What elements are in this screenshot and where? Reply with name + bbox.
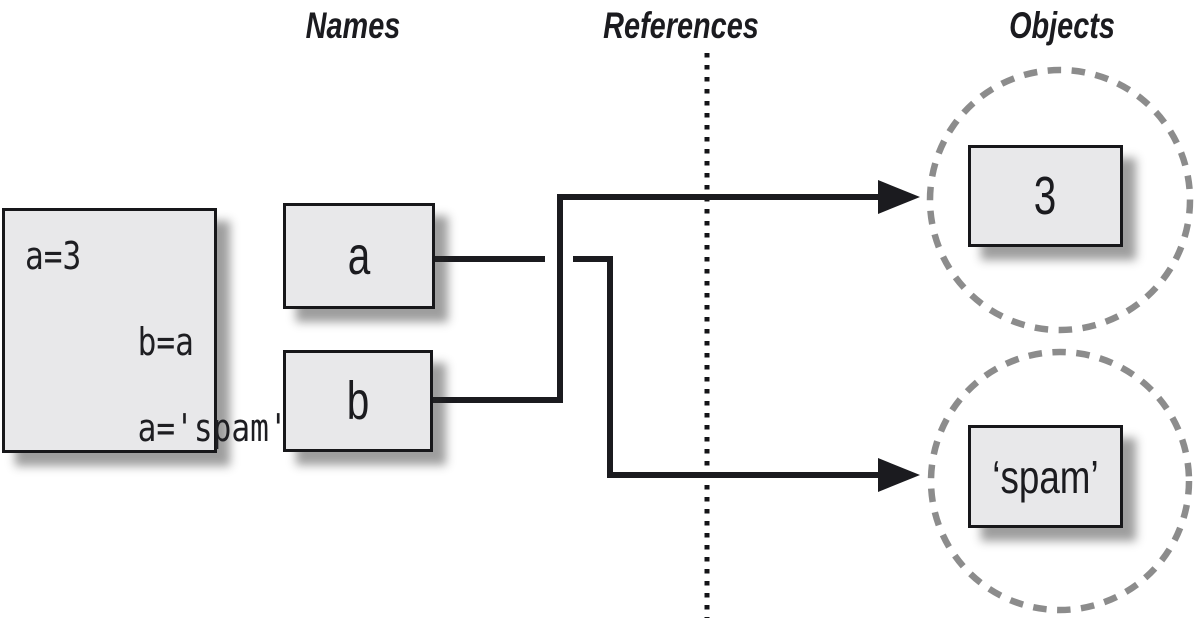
object-circle-int <box>926 66 1194 334</box>
name-label-a: a <box>347 226 371 286</box>
code-listing-box: a=3 b=a a='spam' <box>2 208 288 453</box>
code-line-2: b=a <box>137 320 194 364</box>
wire-b-to-3 <box>433 194 882 403</box>
wire-a-to-spam <box>573 256 882 478</box>
object-label-str: ‘spam’ <box>992 450 1099 503</box>
object-circle-str <box>927 348 1193 614</box>
object-box-str: ‘spam’ <box>968 425 1123 528</box>
code-line-1: a=3 <box>25 234 82 278</box>
name-box-a: a <box>283 203 435 309</box>
objects-column-header: Objects <box>1009 5 1115 46</box>
names-column-header: Names <box>305 5 401 46</box>
arrowhead-to-spam <box>878 458 920 492</box>
references-column-header: References <box>603 5 759 46</box>
object-label-int: 3 <box>1034 166 1057 226</box>
code-line-3: a='spam' <box>137 406 288 450</box>
name-box-b: b <box>283 350 433 452</box>
arrowhead-to-3 <box>878 180 920 214</box>
code-listing: a=3 b=a a='spam' <box>25 235 288 493</box>
name-label-b: b <box>346 371 370 431</box>
object-box-int: 3 <box>968 145 1123 247</box>
